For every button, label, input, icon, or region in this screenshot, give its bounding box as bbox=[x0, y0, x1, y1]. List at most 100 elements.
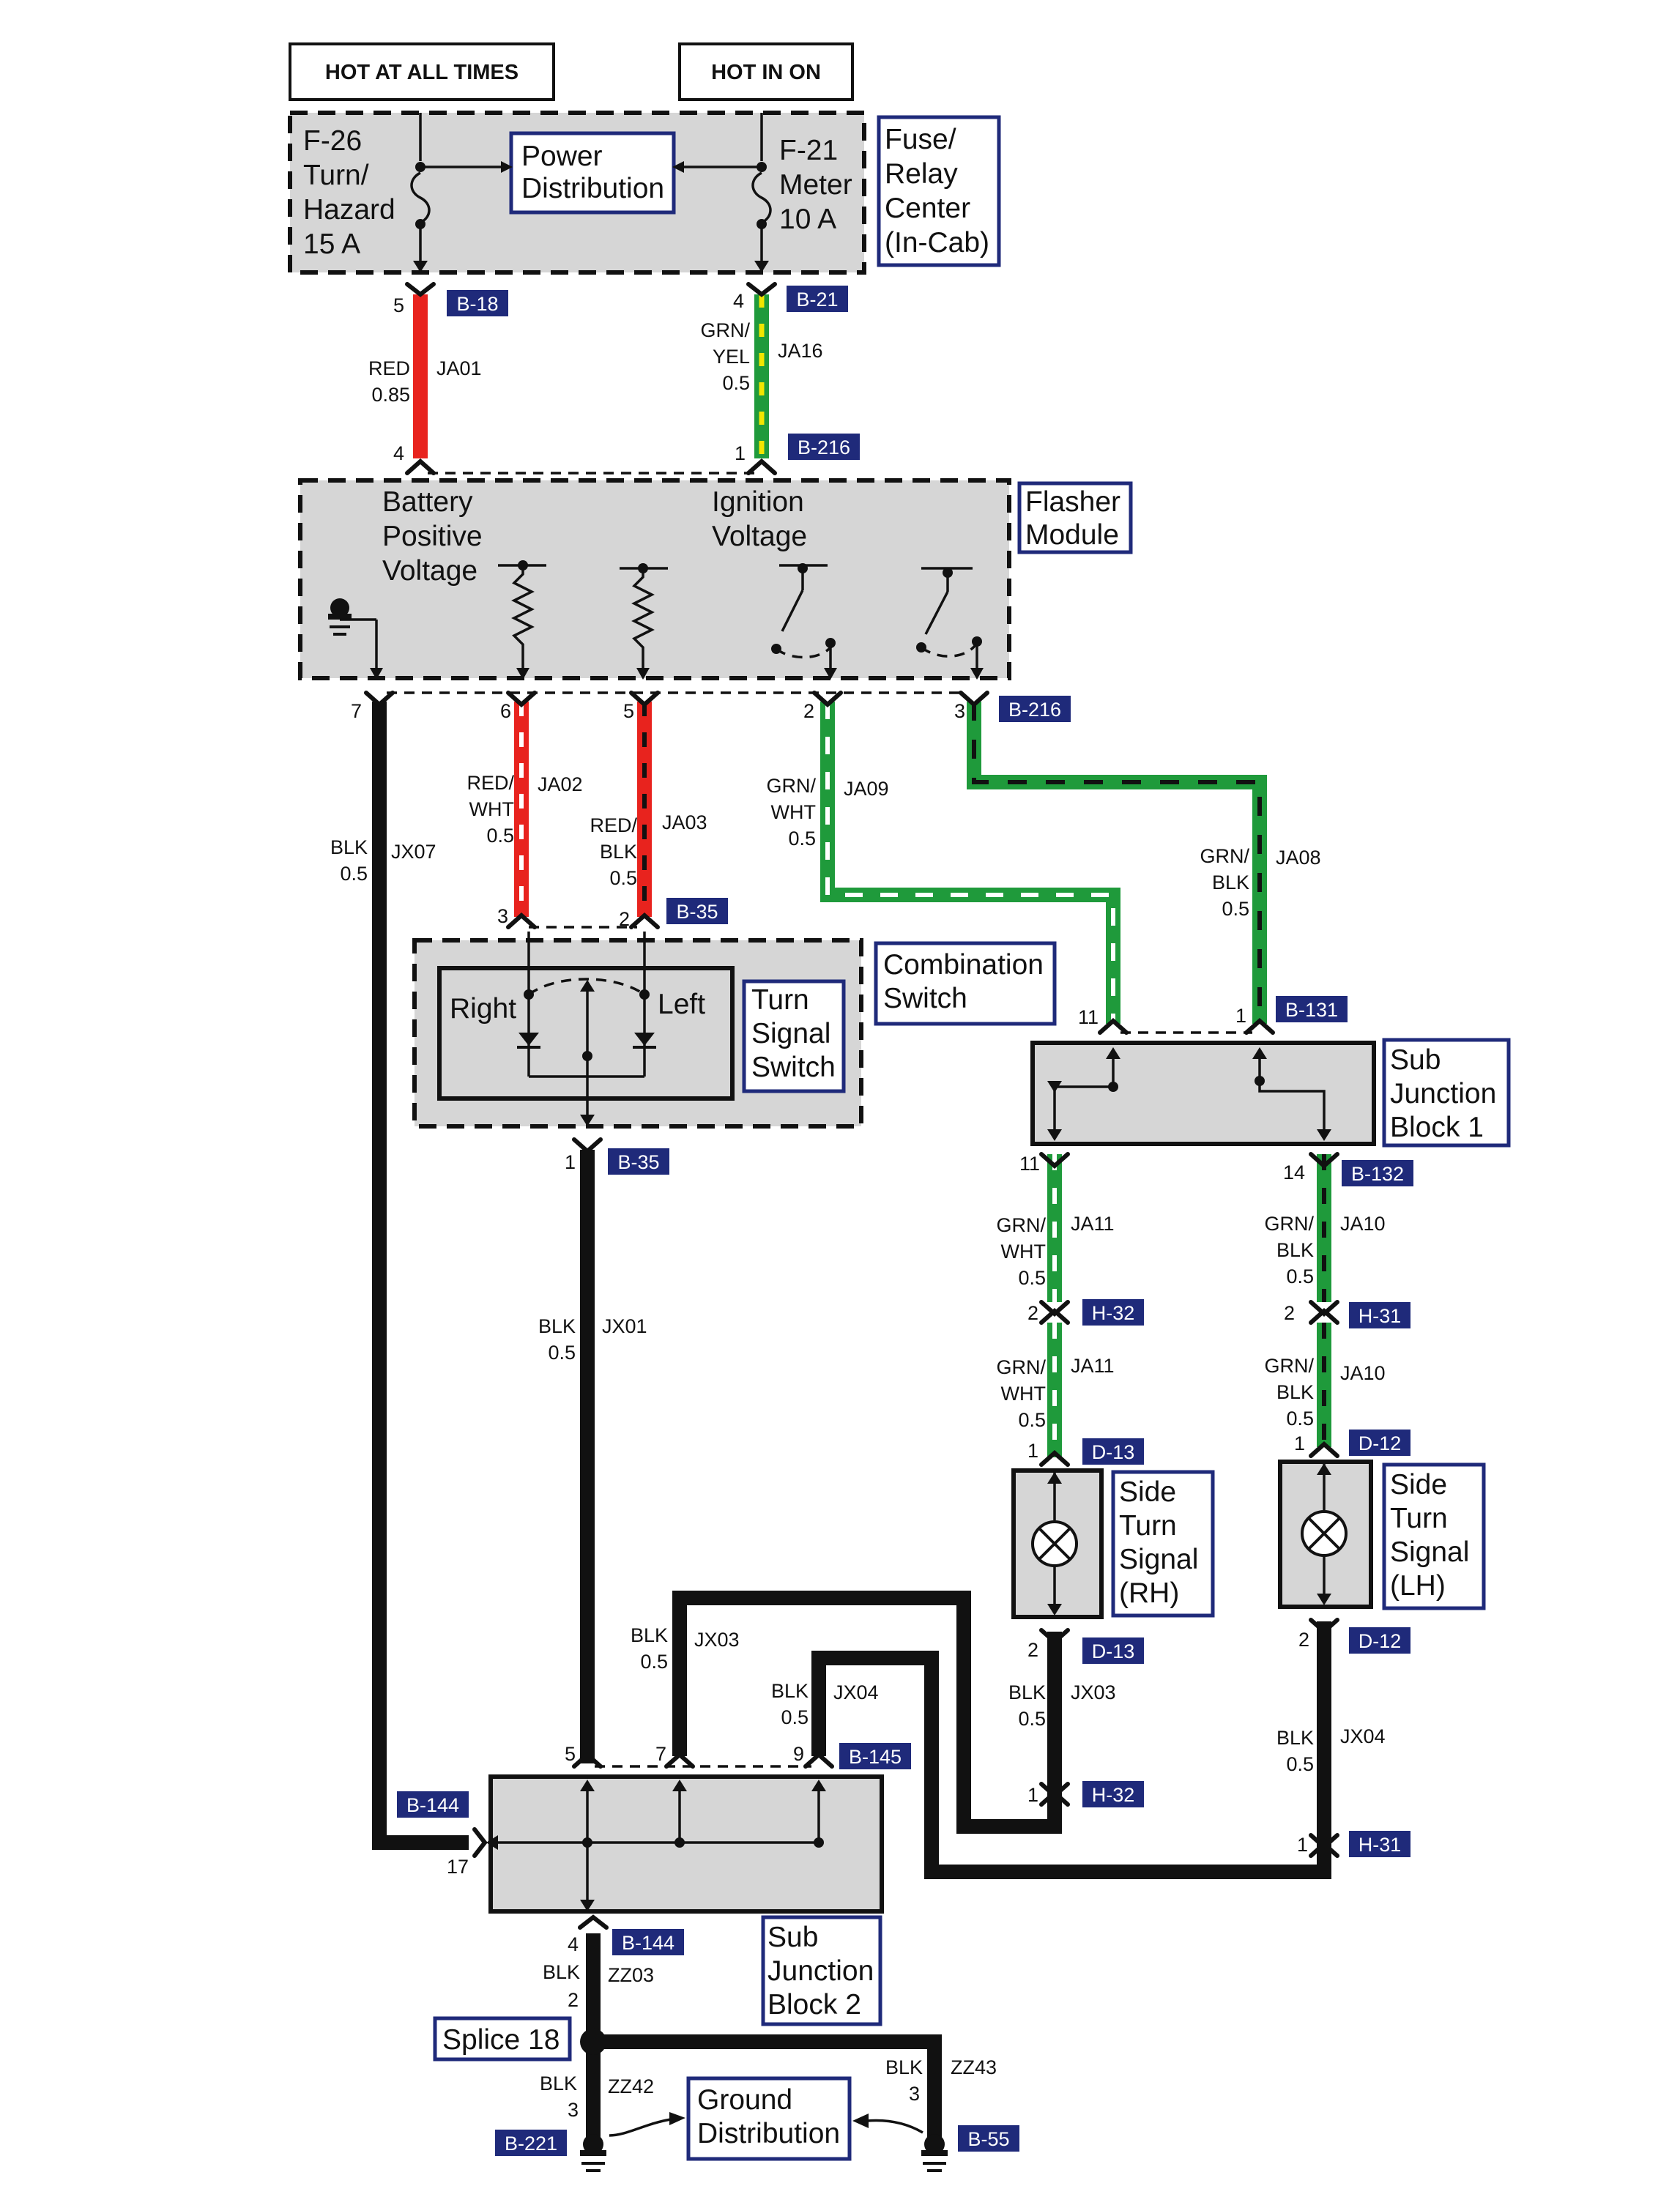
hot-in-on-label: HOT IN ON bbox=[711, 61, 821, 84]
svg-text:Turn: Turn bbox=[1390, 1503, 1448, 1534]
svg-text:Relay: Relay bbox=[885, 158, 958, 190]
svg-text:0.5: 0.5 bbox=[340, 863, 368, 885]
svg-text:(LH): (LH) bbox=[1390, 1570, 1446, 1602]
svg-text:7: 7 bbox=[351, 700, 362, 722]
power-distribution-box bbox=[509, 131, 676, 215]
battery-positive-voltage-text: Battery Positive Voltage bbox=[382, 486, 483, 587]
ground-distribution-line1: Ground bbox=[697, 2084, 792, 2116]
svg-text:Signal: Signal bbox=[1390, 1536, 1469, 1568]
svg-text:1: 1 bbox=[735, 442, 746, 464]
svg-text:JA11: JA11 bbox=[1071, 1355, 1115, 1377]
connector-d12-a-label: D-12 bbox=[1359, 1432, 1402, 1454]
svg-text:JX04: JX04 bbox=[1340, 1725, 1386, 1747]
flasher-module-line1: Flasher bbox=[1025, 486, 1120, 518]
svg-text:Voltage: Voltage bbox=[382, 555, 477, 587]
svg-text:Center: Center bbox=[885, 193, 970, 224]
svg-text:5: 5 bbox=[565, 1743, 576, 1765]
hot-at-all-times-box bbox=[289, 42, 555, 101]
ground-b55-icon bbox=[921, 2134, 948, 2172]
svg-text:RED/: RED/ bbox=[590, 814, 637, 836]
side-turn-signal-rh-box bbox=[1011, 1468, 1104, 1619]
svg-text:2: 2 bbox=[1284, 1302, 1295, 1324]
svg-text:RED/: RED/ bbox=[467, 772, 514, 794]
svg-text:BLK: BLK bbox=[1276, 1727, 1314, 1749]
svg-text:GRN/: GRN/ bbox=[1200, 845, 1250, 867]
ignition-voltage-text: Ignition Voltage bbox=[712, 486, 807, 552]
flasher-module-label-box bbox=[1017, 481, 1133, 554]
svg-text:0.5: 0.5 bbox=[1286, 1408, 1314, 1430]
ground-distribution-box bbox=[686, 2076, 852, 2161]
turn-left-label: Left bbox=[658, 989, 705, 1020]
svg-text:Side: Side bbox=[1390, 1469, 1447, 1501]
side-turn-signal-lh-label-box bbox=[1382, 1462, 1486, 1610]
resistor-pin6-icon bbox=[498, 560, 546, 680]
splice-18-label: Splice 18 bbox=[442, 2024, 560, 2056]
svg-text:0.5: 0.5 bbox=[1018, 1708, 1046, 1730]
connector-b144-side-label: B-144 bbox=[406, 1794, 459, 1816]
combination-switch-line2: Switch bbox=[883, 983, 967, 1014]
connector-b131-label: B-131 bbox=[1285, 999, 1338, 1021]
svg-text:JA08: JA08 bbox=[1276, 847, 1321, 869]
svg-text:Turn/: Turn/ bbox=[303, 160, 369, 191]
svg-text:Junction: Junction bbox=[767, 1955, 874, 1987]
wire-zz43 bbox=[593, 2034, 942, 2146]
svg-text:BLK: BLK bbox=[330, 836, 368, 858]
svg-text:0.5: 0.5 bbox=[1018, 1409, 1046, 1431]
svg-text:Signal: Signal bbox=[1119, 1544, 1198, 1575]
sub-junction-block-2-label-box bbox=[761, 1915, 882, 2026]
svg-text:GRN/: GRN/ bbox=[767, 775, 817, 797]
ground-b221-icon bbox=[580, 2134, 606, 2172]
svg-text:0.5: 0.5 bbox=[609, 867, 637, 889]
svg-text:JX04: JX04 bbox=[833, 1681, 879, 1703]
svg-text:9: 9 bbox=[793, 1743, 804, 1765]
svg-text:0.5: 0.5 bbox=[486, 825, 514, 847]
side-turn-signal-rh-label-box bbox=[1111, 1470, 1215, 1618]
svg-text:JA11: JA11 bbox=[1071, 1213, 1115, 1235]
svg-text:3: 3 bbox=[497, 905, 508, 927]
svg-text:Turn: Turn bbox=[1119, 1510, 1177, 1542]
svg-text:Fuse/: Fuse/ bbox=[885, 124, 956, 155]
sub-junction-block-1-box bbox=[1030, 1041, 1376, 1146]
svg-text:WHT: WHT bbox=[1001, 1241, 1046, 1263]
svg-text:1: 1 bbox=[1027, 1784, 1038, 1806]
ground-distribution-line2: Distribution bbox=[697, 2118, 840, 2149]
svg-text:2: 2 bbox=[568, 1989, 579, 2011]
svg-text:JA03: JA03 bbox=[662, 811, 707, 833]
flasher-ground-icon bbox=[328, 598, 383, 680]
sub-junction-block-1-label-box bbox=[1382, 1038, 1511, 1148]
svg-text:0.5: 0.5 bbox=[1222, 898, 1249, 920]
svg-text:BLK: BLK bbox=[540, 2073, 577, 2094]
flasher-switch-pin3-icon bbox=[916, 567, 984, 680]
turn-signal-switch-label: Turn Signal Switch bbox=[751, 984, 836, 1083]
svg-text:BLK: BLK bbox=[1276, 1381, 1314, 1403]
flasher-switch-pin2-icon bbox=[771, 563, 837, 680]
svg-text:2: 2 bbox=[1298, 1629, 1309, 1651]
svg-text:1: 1 bbox=[1297, 1834, 1308, 1856]
connector-d13-b-label: D-13 bbox=[1092, 1640, 1135, 1662]
fuse-f21-symbol bbox=[672, 113, 772, 272]
svg-text:0.5: 0.5 bbox=[640, 1651, 668, 1673]
svg-text:F-21: F-21 bbox=[779, 135, 838, 166]
svg-text:Sub: Sub bbox=[767, 1922, 818, 1953]
connector-d12-b-label: D-12 bbox=[1359, 1630, 1402, 1652]
connector-b132-label: B-132 bbox=[1351, 1163, 1404, 1185]
svg-text:JA16: JA16 bbox=[778, 340, 823, 362]
side-turn-signal-lh-lamp-icon bbox=[1301, 1463, 1348, 1605]
hot-in-on-box bbox=[678, 42, 854, 101]
svg-text:JA10: JA10 bbox=[1340, 1362, 1386, 1384]
svg-text:11: 11 bbox=[1078, 1006, 1099, 1028]
power-distribution-line2: Distribution bbox=[521, 173, 664, 204]
fuse-relay-center-label: Fuse/ Relay Center (In-Cab) bbox=[885, 124, 989, 259]
svg-text:Switch: Switch bbox=[751, 1052, 836, 1083]
resistor-pin5-icon bbox=[620, 563, 668, 680]
turn-right-label: Right bbox=[450, 993, 516, 1025]
svg-text:4: 4 bbox=[568, 1933, 579, 1955]
combination-switch-label-box bbox=[874, 941, 1057, 1026]
svg-text:4: 4 bbox=[733, 290, 744, 312]
svg-text:BLK: BLK bbox=[600, 841, 637, 863]
wire-labels: RED 0.85 JA01 GRN/ YEL 0.5 JA16 BLK 0.5 … bbox=[330, 319, 1386, 2097]
connector-b35-bottom-label: B-35 bbox=[617, 1151, 659, 1173]
turn-signal-switch-label-box bbox=[742, 979, 846, 1093]
pin-numbers: 5 4 4 1 7 6 5 2 3 3 2 1 11 1 11 14 2 2 1… bbox=[351, 290, 1309, 2121]
svg-text:Voltage: Voltage bbox=[712, 521, 807, 552]
